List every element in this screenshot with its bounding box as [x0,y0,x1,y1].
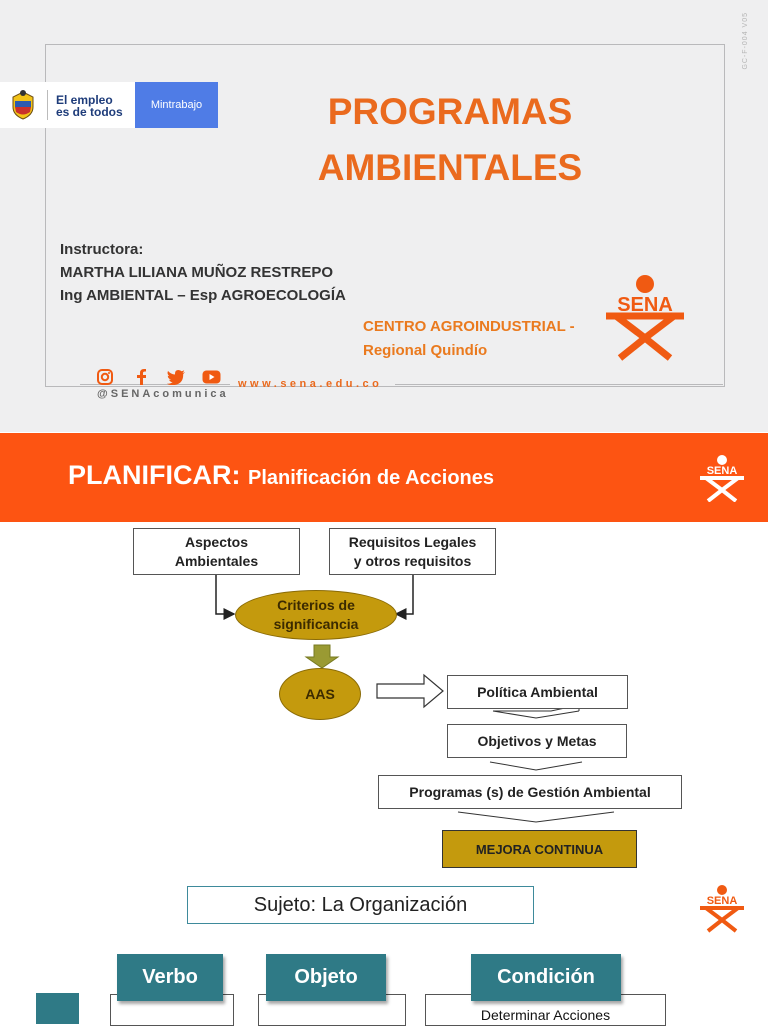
page-title: PROGRAMAS AMBIENTALES [317,91,583,188]
ministry-label: Mintrabajo [135,82,218,128]
youtube-icon[interactable] [202,370,221,384]
sena-logo-text: SENA [617,294,673,316]
objetivos-box: Objetivos y Metas [447,724,627,758]
sena-logo-small-2: SENA [700,885,744,933]
svg-text:SENA: SENA [707,465,738,477]
gov-slogan-line1: El empleo [56,93,113,107]
sena-logo-small: SENA [700,455,744,502]
instagram-icon[interactable] [96,368,114,386]
aspectos-box: Aspectos Ambientales [133,528,300,575]
coat-of-arms-icon [12,90,34,120]
section-title: PLANIFICAR: Planificación de Acciones [68,460,494,491]
section-subheading: Planificación de Acciones [248,467,495,489]
centro-region: Regional Quindío [363,342,488,359]
verbo-button: Verbo [117,954,223,1001]
aas-ellipse: AAS [279,668,361,720]
sena-logo: SENA [606,275,684,361]
divider [80,384,230,385]
slide-frame [45,44,725,387]
side-block [36,993,79,1024]
criterios-ellipse: Criterios de significancia [235,590,397,640]
government-logo: El empleo es de todos Mintrabajo [0,82,218,128]
social-handle: @SENAcomunica [97,388,229,400]
condicion-text: Determinar Acciones [480,1007,611,1023]
centro-name: CENTRO AGROINDUSTRIAL - [363,318,575,335]
condicion-button: Condición [471,954,621,1001]
document-code: GC-F-004 V05 [742,12,749,70]
sujeto-box: Sujeto: La Organización [187,886,534,924]
section-heading: PLANIFICAR: [68,460,241,490]
website-link[interactable]: www.sena.edu.co [238,378,383,390]
cover-slide: GC-F-004 V05 El empleo es de todos Mintr… [0,0,768,432]
objeto-button: Objeto [266,954,386,1001]
instructor-name: MARTHA LILIANA MUÑOZ RESTREPO [60,264,334,281]
instructor-title: Ing AMBIENTAL – Esp AGROECOLOGÍA [60,287,346,304]
facebook-icon[interactable] [134,368,148,386]
twitter-icon[interactable] [166,369,186,385]
politica-box: Política Ambiental [447,675,628,709]
mejora-continua-box: MEJORA CONTINUA [442,830,637,868]
programas-box: Programas (s) de Gestión Ambiental [378,775,682,809]
gov-slogan-line2: es de todos [56,105,123,119]
requisitos-box: Requisitos Legales y otros requisitos [329,528,496,575]
instructor-label: Instructora: [60,241,144,258]
svg-text:SENA: SENA [707,895,738,907]
flow-connectors [215,574,615,823]
section-header-band [0,433,768,522]
